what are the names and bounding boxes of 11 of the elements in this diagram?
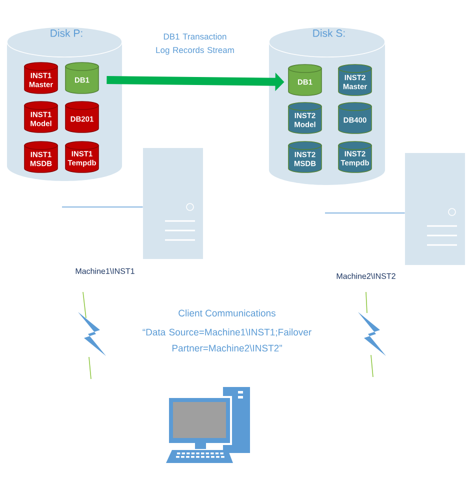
machine-label: Machine2\INST2 (336, 273, 396, 279)
server-tower (143, 148, 203, 259)
node-label: Disk P: (50, 29, 82, 37)
edge-label: DB1 Transaction Log Records Stream (156, 33, 234, 55)
machine-label: Machine1\INST1 (76, 268, 134, 274)
node-label: Disk S: (313, 29, 345, 37)
caption-text: “Data Source=Machine1\INST1;Failover Partner=Machine2\INST2” (142, 328, 312, 352)
network-line (62, 206, 144, 208)
network-line (324, 212, 406, 214)
caption-text: Client Communications (178, 310, 276, 317)
server-tower (405, 153, 465, 265)
